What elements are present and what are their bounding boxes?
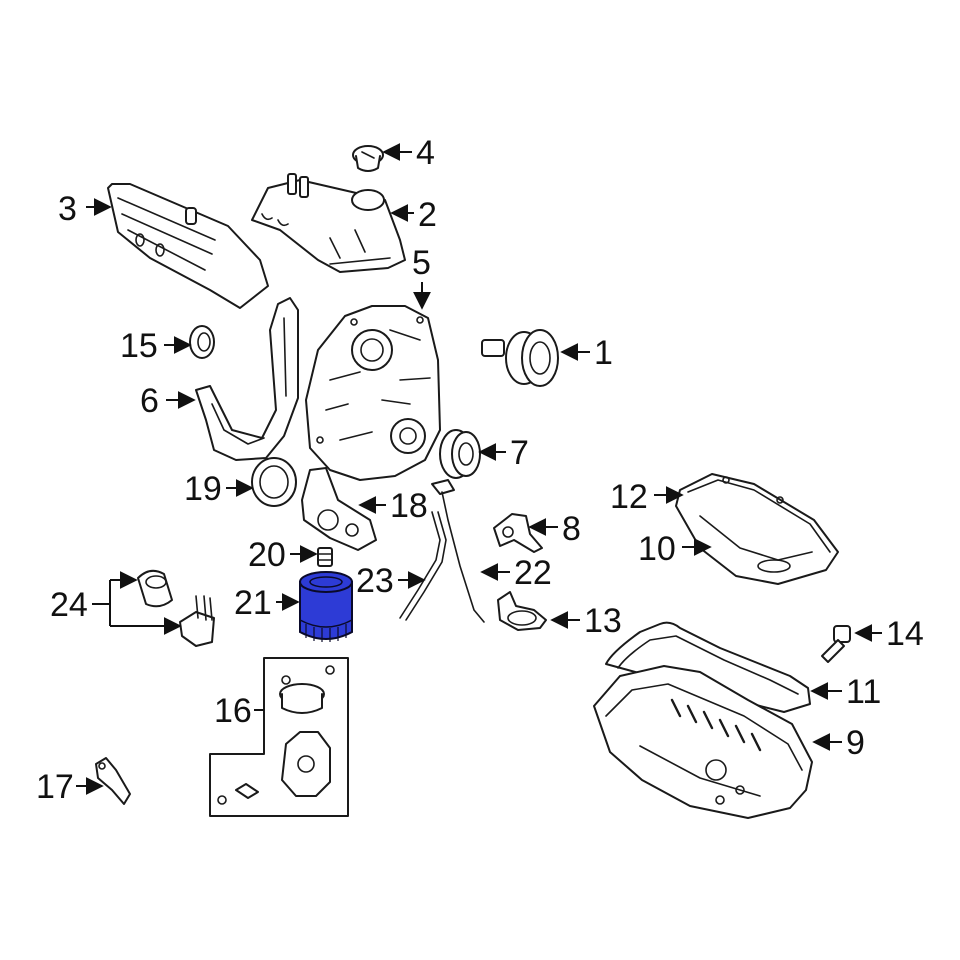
callout-9: 9 bbox=[846, 724, 865, 762]
callout-21: 21 bbox=[234, 584, 272, 622]
part-2-valve-cover-right[interactable] bbox=[251, 173, 406, 273]
callout-10: 10 bbox=[638, 530, 676, 568]
part-8-sensor[interactable] bbox=[493, 513, 543, 553]
callout-labels: 1 2 3 4 5 6 7 8 9 10 11 12 13 14 15 16 1… bbox=[36, 134, 924, 806]
part-10-12-upper-oil-pan[interactable] bbox=[675, 473, 839, 585]
callout-17: 17 bbox=[36, 768, 74, 806]
callout-15: 15 bbox=[120, 327, 158, 365]
part-23-dipstick-tube[interactable] bbox=[399, 511, 447, 621]
part-7-balancer[interactable] bbox=[439, 429, 481, 479]
callout-5: 5 bbox=[412, 244, 431, 282]
callout-18: 18 bbox=[390, 487, 428, 525]
part-21-oil-filter[interactable] bbox=[299, 571, 353, 642]
part-4-filler-cap[interactable] bbox=[352, 145, 384, 172]
callout-23: 23 bbox=[356, 562, 394, 600]
leader-lines bbox=[76, 143, 882, 795]
part-18-oil-pump[interactable] bbox=[301, 467, 377, 551]
part-16-kit[interactable] bbox=[209, 657, 349, 817]
part-5-timing-cover[interactable] bbox=[305, 305, 441, 481]
callout-4: 4 bbox=[416, 134, 435, 172]
part-13-gasket-ring[interactable] bbox=[497, 591, 547, 631]
part-1-crank-pulley[interactable] bbox=[481, 329, 559, 387]
callout-8: 8 bbox=[562, 510, 581, 548]
part-15-seal[interactable] bbox=[189, 325, 215, 359]
part-11-pan-gasket[interactable] bbox=[605, 621, 811, 713]
callout-13: 13 bbox=[584, 602, 622, 640]
callout-20: 20 bbox=[248, 536, 286, 574]
part-3-valve-cover-left[interactable] bbox=[107, 183, 269, 309]
part-19-seal-ring[interactable] bbox=[251, 457, 297, 507]
part-22-dipstick[interactable] bbox=[431, 479, 485, 623]
callout-19: 19 bbox=[184, 470, 222, 508]
callout-7: 7 bbox=[510, 434, 529, 472]
part-6-gasket[interactable] bbox=[195, 297, 299, 461]
callout-6: 6 bbox=[140, 382, 159, 420]
callout-14: 14 bbox=[886, 615, 924, 653]
part-14-bolt[interactable] bbox=[821, 625, 851, 663]
callout-24: 24 bbox=[50, 586, 88, 624]
callout-22: 22 bbox=[514, 554, 552, 592]
part-9-lower-oil-pan[interactable] bbox=[593, 665, 813, 819]
callout-1: 1 bbox=[594, 334, 613, 372]
part-20-nipple[interactable] bbox=[317, 547, 333, 567]
callout-16: 16 bbox=[214, 692, 252, 730]
part-24-mounts[interactable] bbox=[137, 569, 215, 647]
callout-12: 12 bbox=[610, 478, 648, 516]
callout-3: 3 bbox=[58, 190, 77, 228]
callout-2: 2 bbox=[418, 196, 437, 234]
part-17-sensor[interactable] bbox=[95, 757, 131, 805]
callout-11: 11 bbox=[846, 673, 881, 711]
